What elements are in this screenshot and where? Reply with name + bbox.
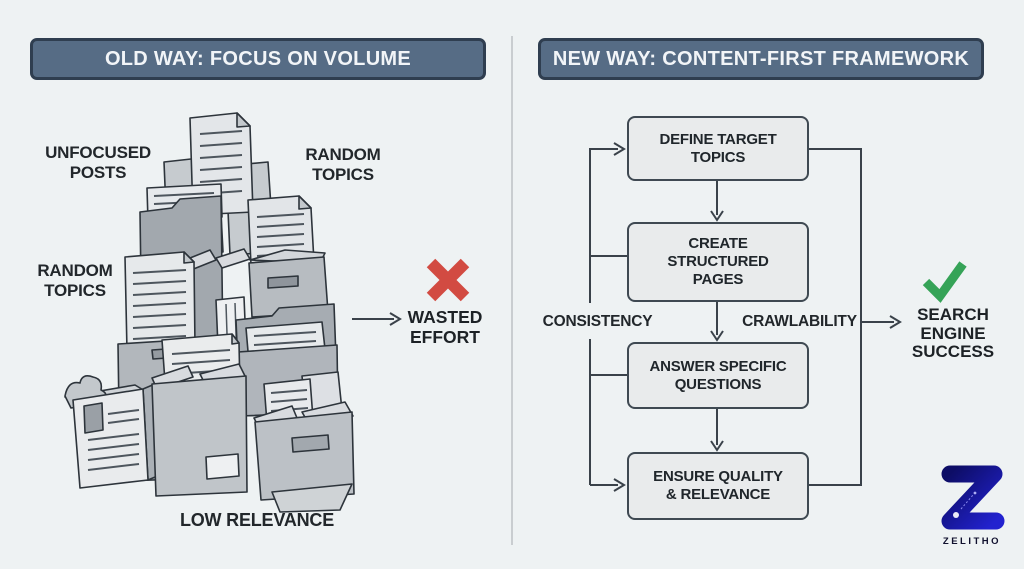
- brand-logo: ZELITHO: [932, 464, 1012, 554]
- box-right-upper: [248, 249, 329, 318]
- new-way-header-label: NEW WAY: CONTENT-FIRST FRAMEWORK: [552, 47, 970, 70]
- flow-step-ensure-quality-relevance: ENSURE QUALITY & RELEVANCE: [627, 452, 809, 520]
- box-bottom-center: [151, 333, 248, 497]
- crawlability-label: CRAWLABILITY: [742, 313, 857, 330]
- old-way-header-label: OLD WAY: FOCUS ON VOLUME: [104, 47, 412, 70]
- green-check-icon: [922, 261, 967, 303]
- z-mark-icon: [941, 465, 1005, 530]
- label-random-topics-top: RANDOM TOPICS: [305, 145, 381, 184]
- box-bottom-right: [253, 371, 355, 513]
- red-x-icon: [426, 258, 470, 302]
- old-way-header: OLD WAY: FOCUS ON VOLUME: [30, 38, 486, 80]
- search-engine-success-label: SEARCH ENGINE SUCCESS: [911, 305, 995, 361]
- flow-step-answer-specific-questions: ANSWER SPECIFIC QUESTIONS: [627, 342, 809, 409]
- paper-big-left: [124, 251, 196, 352]
- panel-divider: [511, 36, 513, 545]
- label-low-relevance: LOW RELEVANCE: [179, 510, 335, 530]
- new-way-header: NEW WAY: CONTENT-FIRST FRAMEWORK: [538, 38, 984, 80]
- label-random-topics-left: RANDOM TOPICS: [37, 261, 113, 300]
- flow-step-create-structured-pages: CREATE STRUCTURED PAGES: [627, 222, 809, 302]
- box-bottom-left: [64, 375, 168, 489]
- flow-step-define-target-topics: DEFINE TARGET TOPICS: [627, 116, 809, 181]
- label-unfocused-posts: UNFOCUSED POSTS: [45, 143, 151, 182]
- wasted-effort-label: WASTED EFFORT: [407, 307, 483, 347]
- brand-logo-text: ZELITHO: [942, 536, 1002, 547]
- content-pile-illustration: [64, 112, 355, 513]
- consistency-label: CONSISTENCY: [542, 313, 653, 330]
